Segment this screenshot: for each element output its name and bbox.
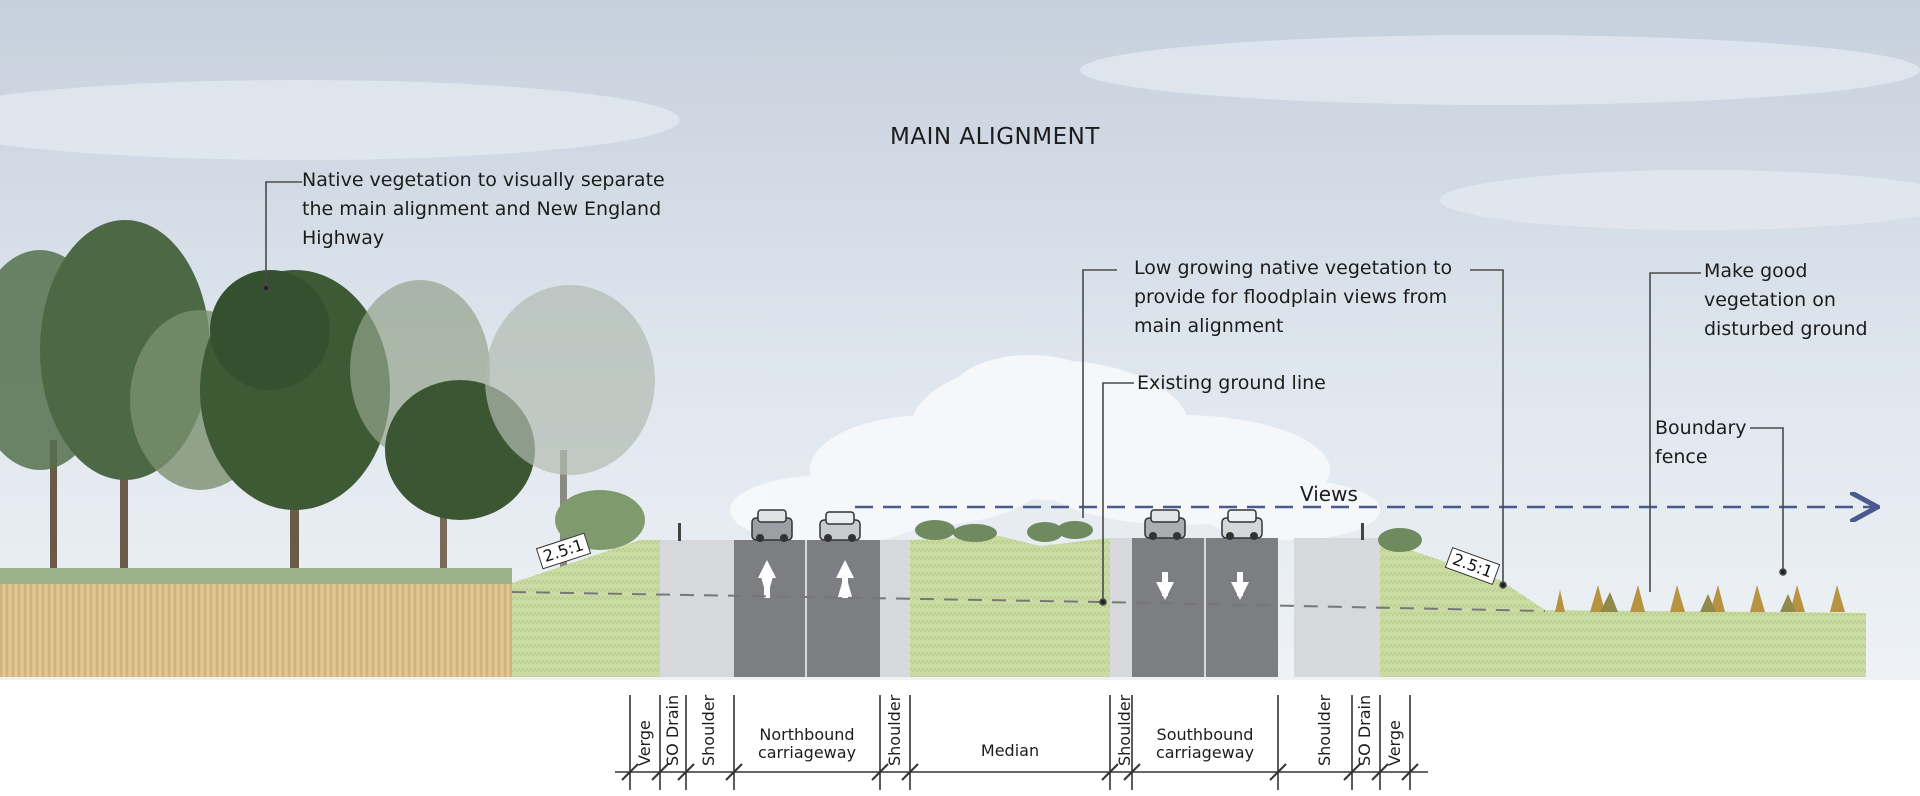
- lane-arrows: [758, 560, 1249, 600]
- label-so-drain-right: SO Drain: [1355, 694, 1374, 766]
- trees-left: [0, 220, 655, 575]
- label-southbound: Southbound carriageway: [1155, 725, 1255, 762]
- median-shrubs: [915, 520, 1422, 552]
- leader-lines: [262, 181, 1787, 606]
- label-verge-right: Verge: [1385, 720, 1404, 766]
- cars: [751, 509, 1263, 542]
- label-northbound: Northbound carriageway: [757, 725, 857, 762]
- diagram-title: MAIN ALIGNMENT: [890, 124, 1100, 150]
- annotation-existing-ground: Existing ground line: [1137, 372, 1326, 394]
- annotation-native-vegetation: Native vegetation to visually separate t…: [302, 169, 665, 249]
- dimension-line: [615, 695, 1428, 790]
- label-shoulder-2: Shoulder: [885, 694, 904, 766]
- annotation-low-growing: Low growing native vegetation to provide…: [1134, 257, 1453, 337]
- annotation-boundary-fence: Boundary fence: [1655, 417, 1747, 468]
- label-shoulder-3: Shoulder: [1115, 694, 1134, 766]
- label-median: Median: [980, 741, 1040, 760]
- label-shoulder-4: Shoulder: [1315, 694, 1334, 766]
- grasses-right: [1555, 585, 1845, 612]
- ground-profile: [512, 540, 660, 677]
- timber-block: [0, 583, 512, 677]
- label-so-drain-left: SO Drain: [663, 694, 682, 766]
- haze: [0, 35, 1920, 230]
- annotation-make-good: Make good vegetation on disturbed ground: [1704, 260, 1868, 340]
- label-verge-left: Verge: [635, 720, 654, 766]
- views-label: Views: [1300, 482, 1358, 506]
- label-shoulder-1: Shoulder: [699, 694, 718, 766]
